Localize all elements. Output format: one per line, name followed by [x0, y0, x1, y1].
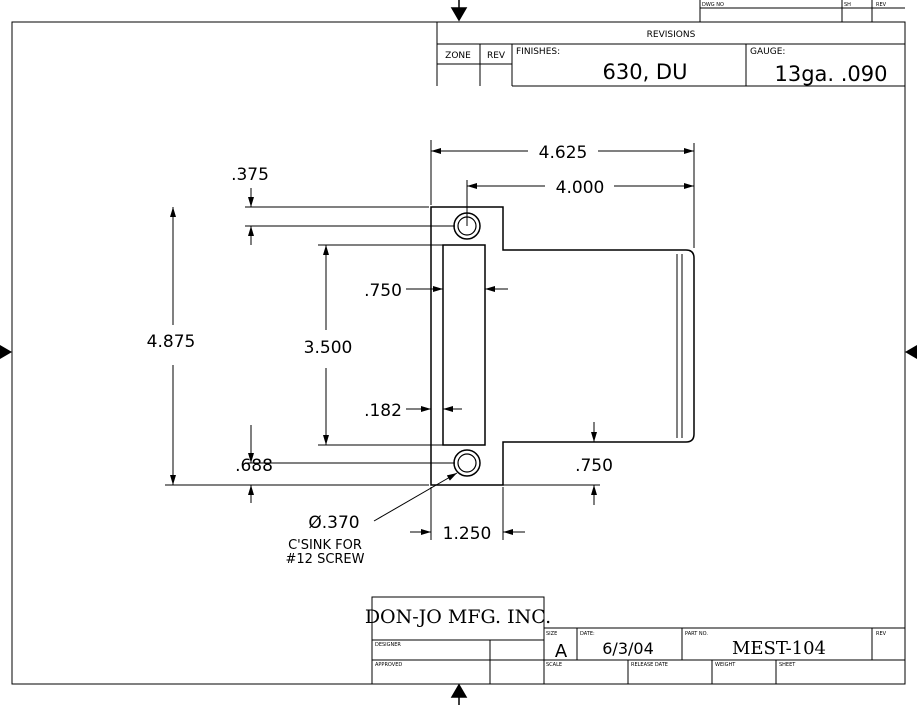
sheet-label: SHEET: [779, 662, 796, 668]
revision-block: [436, 0, 905, 87]
date-label: DATE:: [580, 631, 595, 637]
title-block: [371, 596, 906, 685]
dim-overall-height: 4.875: [147, 332, 196, 352]
hole-callout-diameter: Ø.370: [308, 513, 359, 533]
size-value: A: [555, 641, 568, 662]
bottom-center-arrow-icon: [450, 683, 468, 705]
designer-label: DESIGNER: [375, 642, 401, 648]
rev-top-label: REV: [876, 2, 887, 8]
dim-hole-offset-bottom: .688: [235, 456, 273, 476]
part-no-value: MEST-104: [732, 638, 826, 659]
company-name: DON-JO MFG. INC.: [365, 606, 551, 628]
dim-slot-height: 3.500: [304, 338, 353, 358]
dim-hole-offset-top: .375: [231, 165, 269, 185]
part-no-label: PART NO.: [685, 631, 708, 637]
dim-tab-offset: .750: [575, 456, 613, 476]
bottom-screw-hole-inner: [457, 453, 477, 473]
right-center-arrow-icon: [905, 345, 917, 359]
dimension-lines: [165, 140, 695, 540]
approved-label: APPROVED: [375, 662, 402, 668]
gauge-label: GAUGE:: [750, 47, 785, 57]
finishes-label: FINISHES:: [516, 47, 560, 57]
dim-slot-edge: .182: [364, 401, 402, 421]
rev-column-label: REV: [487, 51, 506, 61]
zone-label: ZONE: [445, 51, 471, 61]
weight-label: WEIGHT: [715, 662, 736, 668]
size-label: SIZE: [546, 631, 557, 637]
hole-callout-screw: #12 SCREW: [286, 552, 365, 567]
revisions-label: REVISIONS: [647, 30, 696, 40]
sh-label: SH: [844, 2, 851, 8]
finishes-value: 630, DU: [603, 60, 688, 84]
dim-flange-width: 1.250: [443, 524, 492, 544]
slot-cutout: [442, 244, 486, 446]
dim-hole-spacing-width: 4.000: [556, 178, 605, 198]
rev-bottom-label: REV: [876, 631, 887, 637]
top-center-arrow-icon: [450, 0, 468, 22]
release-date-label: RELEASE DATE: [631, 662, 668, 668]
dwg-no-label: DWG NO: [702, 2, 724, 8]
gauge-value: 13ga. .090: [774, 62, 887, 86]
scale-label: SCALE: [546, 662, 562, 668]
dim-overall-width: 4.625: [539, 143, 588, 163]
dim-slot-width: .750: [364, 281, 402, 301]
sheet-border: [11, 21, 906, 685]
left-center-arrow-icon: [0, 345, 12, 359]
hole-callout-csink: C'SINK FOR: [288, 538, 362, 553]
date-value: 6/3/04: [602, 639, 654, 658]
strike-plate-outline: [430, 206, 695, 486]
